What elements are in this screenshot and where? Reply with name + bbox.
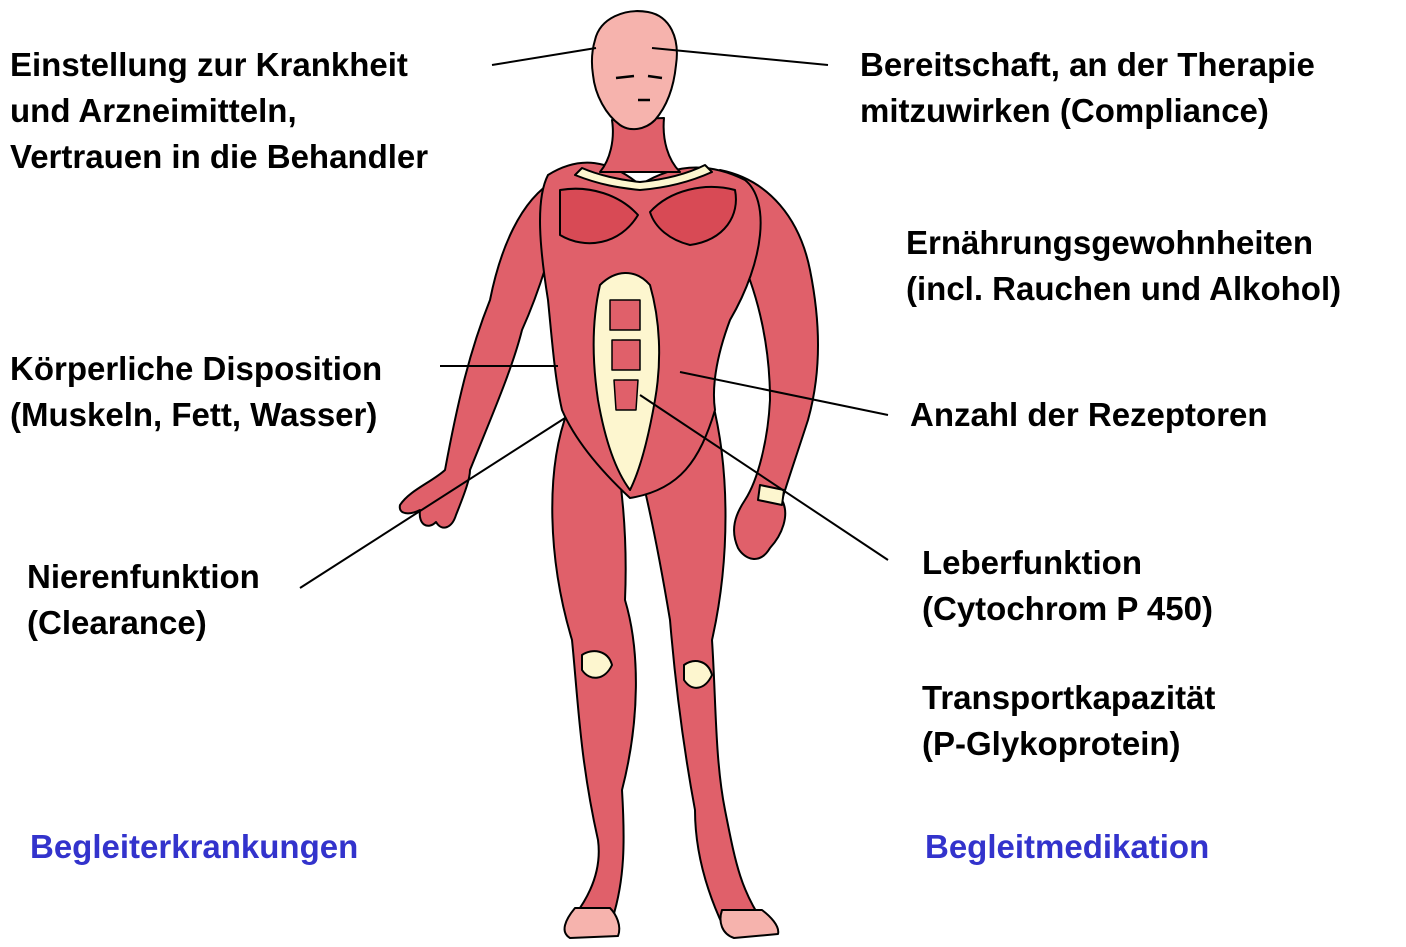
attitude-line-3: Vertrauen in die Behandler (10, 134, 428, 180)
comorbidities-label: Begleiterkrankungen (30, 824, 358, 870)
disposition-line-1: Körperliche Disposition (10, 346, 382, 392)
liver-line-1: Leberfunktion (922, 540, 1213, 586)
compliance-label: Bereitschaft, an der Therapie mitzuwirke… (860, 42, 1315, 134)
connector-attitude (492, 48, 596, 65)
kidney-label: Nierenfunktion (Clearance) (27, 554, 260, 646)
compliance-line-1: Bereitschaft, an der Therapie (860, 42, 1315, 88)
transport-line-2: (P-Glykoprotein) (922, 721, 1215, 767)
receptors-label: Anzahl der Rezeptoren (910, 392, 1268, 438)
connector-compliance (652, 48, 828, 65)
comedication-label: Begleitmedikation (925, 824, 1209, 870)
liver-line-2: (Cytochrom P 450) (922, 586, 1213, 632)
attitude-line-1: Einstellung zur Krankheit (10, 42, 428, 88)
attitude-label: Einstellung zur Krankheit und Arzneimitt… (10, 42, 428, 180)
receptors-line-1: Anzahl der Rezeptoren (910, 392, 1268, 438)
kidney-line-1: Nierenfunktion (27, 554, 260, 600)
nutrition-label: Ernährungsgewohnheiten (incl. Rauchen un… (906, 220, 1341, 312)
kidney-line-2: (Clearance) (27, 600, 260, 646)
human-muscle-anatomy-figure (400, 11, 818, 938)
nutrition-line-2: (incl. Rauchen und Alkohol) (906, 266, 1341, 312)
disposition-label: Körperliche Disposition (Muskeln, Fett, … (10, 346, 382, 438)
liver-label: Leberfunktion (Cytochrom P 450) (922, 540, 1213, 632)
transport-label: Transportkapazität (P-Glykoprotein) (922, 675, 1215, 767)
connector-kidney (300, 418, 565, 588)
nutrition-line-1: Ernährungsgewohnheiten (906, 220, 1341, 266)
disposition-line-2: (Muskeln, Fett, Wasser) (10, 392, 382, 438)
transport-line-1: Transportkapazität (922, 675, 1215, 721)
attitude-line-2: und Arzneimitteln, (10, 88, 428, 134)
compliance-line-2: mitzuwirken (Compliance) (860, 88, 1315, 134)
